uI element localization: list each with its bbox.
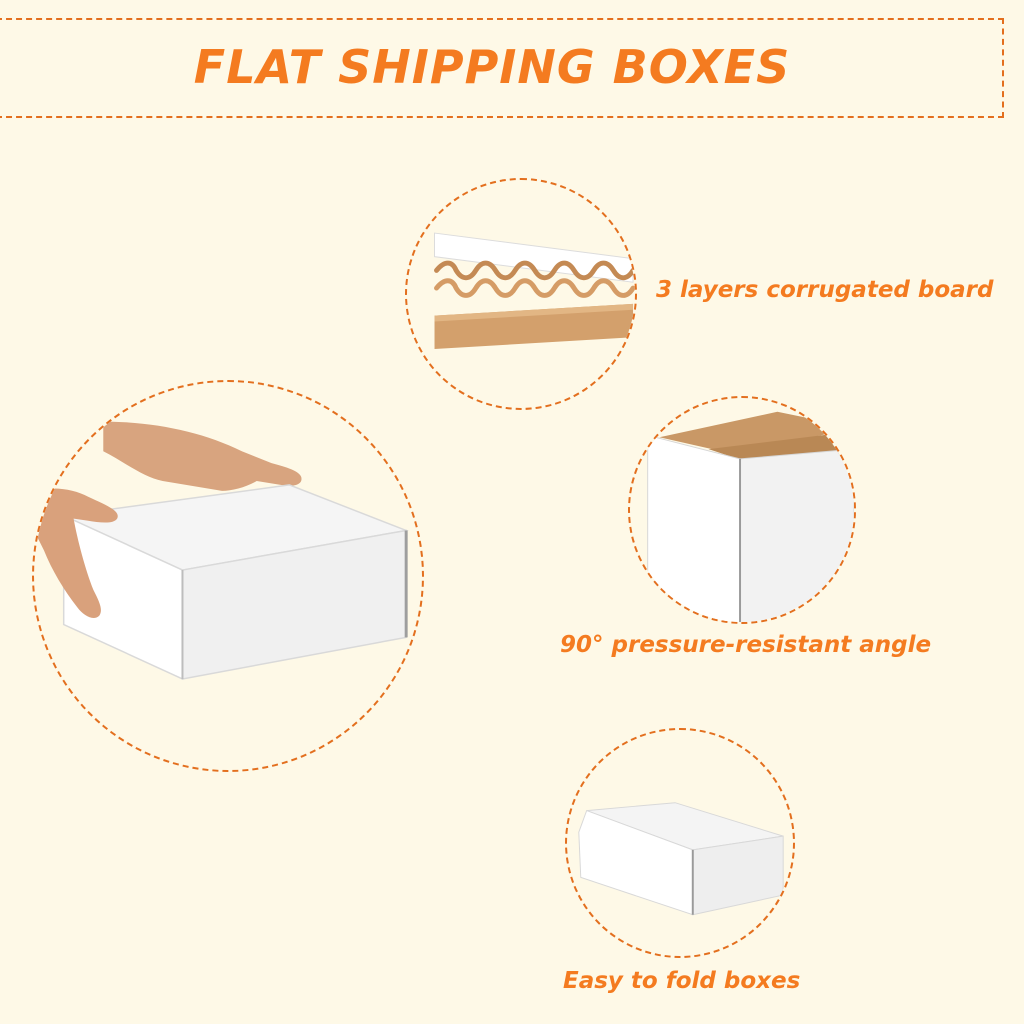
- corrugated-layers-image: [434, 232, 635, 350]
- hero-circle: [32, 380, 424, 772]
- feature-caption-fold: Easy to fold boxes: [563, 968, 801, 994]
- hands-holding-box-image: [34, 421, 409, 681]
- box-corner-image: [647, 411, 854, 622]
- feature-circle-fold: [565, 728, 795, 958]
- feature-caption-corner: 90° pressure-resistant angle: [560, 632, 932, 658]
- folded-box-image: [578, 802, 784, 916]
- title-frame: [0, 18, 1004, 118]
- page-title: FLAT SHIPPING BOXES: [193, 40, 791, 94]
- feature-caption-corrugated: 3 layers corrugated board: [656, 277, 994, 303]
- feature-circle-corner: [628, 396, 856, 624]
- feature-circle-corrugated: [405, 178, 637, 410]
